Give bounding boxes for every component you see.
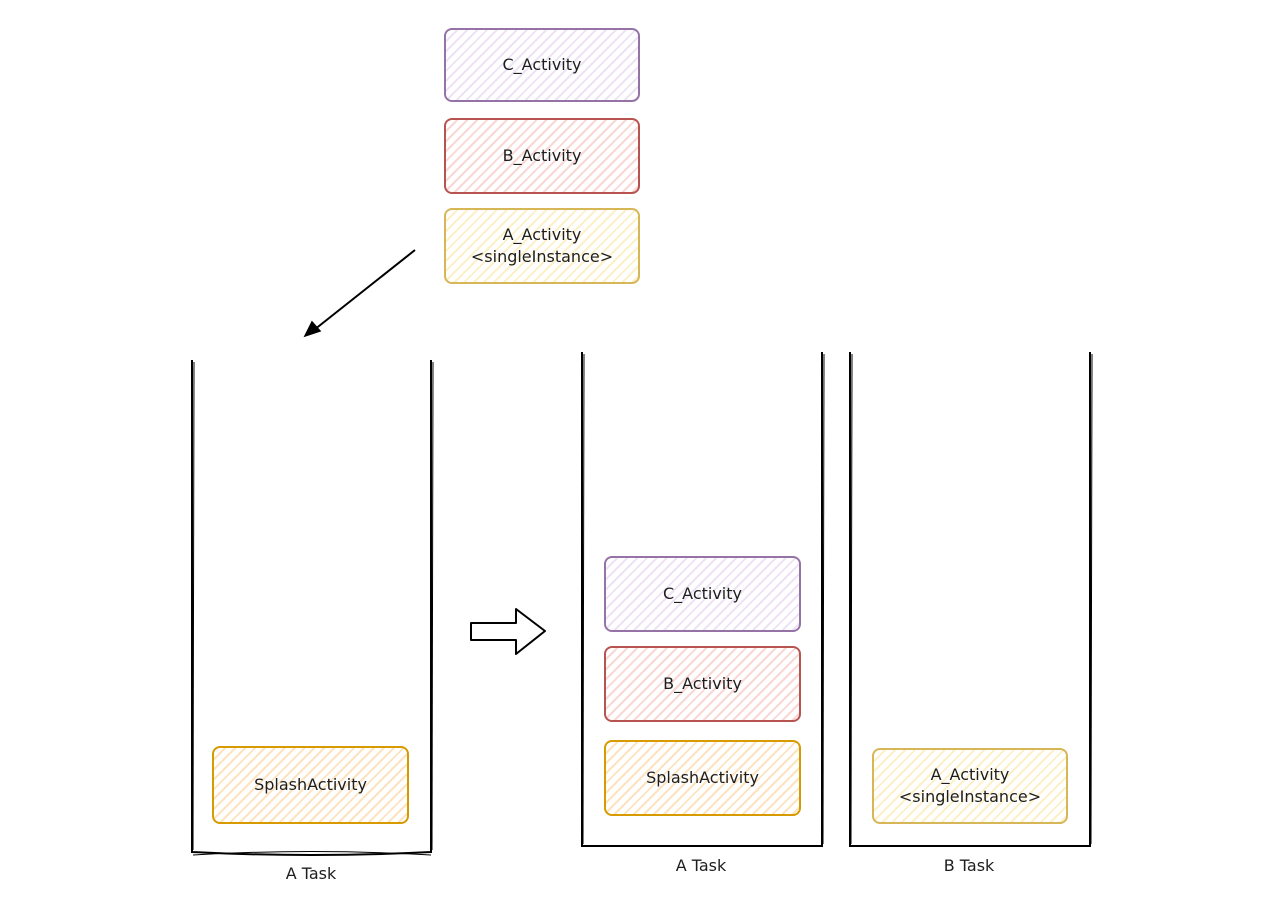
before-splash-activity: SplashActivity (212, 746, 409, 824)
after-a-task-container (581, 352, 825, 847)
incoming-c-activity-label: C_Activity (502, 55, 582, 74)
before-a-task-label: A Task (285, 864, 337, 883)
after-b-activity: B_Activity (604, 646, 801, 722)
launch-arrow (303, 249, 416, 338)
after-a-activity: A_Activity <singleInstance> (872, 748, 1068, 824)
before-splash-activity-label: SplashActivity (254, 775, 367, 794)
after-splash-activity: SplashActivity (604, 740, 801, 816)
before-a-task-container (191, 360, 434, 856)
after-b-task-label: B Task (943, 856, 995, 875)
incoming-b-activity-label: B_Activity (502, 146, 582, 165)
transition-arrow (470, 608, 546, 655)
after-splash-activity-label: SplashActivity (646, 768, 759, 787)
after-b-task-container (849, 352, 1093, 847)
incoming-a-activity-mode: <singleInstance> (470, 247, 614, 266)
after-c-activity-label: C_Activity (662, 584, 742, 603)
incoming-c-activity: C_Activity (444, 28, 640, 102)
after-a-activity-mode: <singleInstance> (898, 787, 1042, 806)
after-a-task-label: A Task (675, 856, 727, 875)
after-c-activity: C_Activity (604, 556, 801, 632)
incoming-b-activity: B_Activity (444, 118, 640, 194)
after-b-activity-label: B_Activity (663, 674, 742, 693)
incoming-a-activity-label: A_Activity (502, 225, 582, 244)
after-a-activity-label: A_Activity (930, 765, 1010, 784)
incoming-a-activity: A_Activity <singleInstance> (444, 208, 640, 284)
